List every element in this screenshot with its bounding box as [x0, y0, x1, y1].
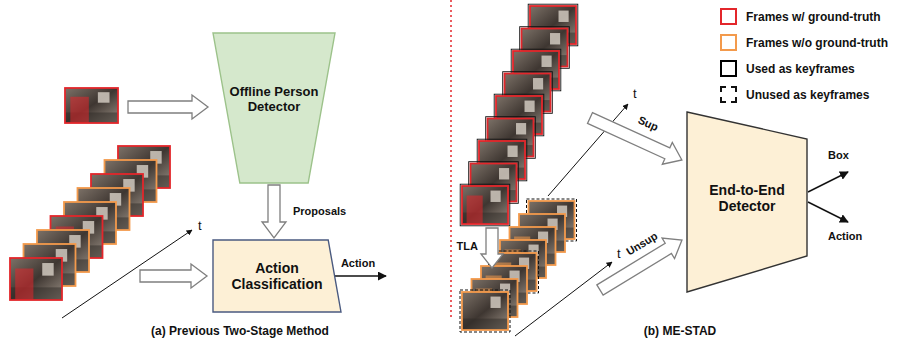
frame-window: [42, 263, 53, 276]
divider-line: [450, 0, 452, 318]
output-label: Action: [828, 230, 862, 243]
video-frame: [65, 88, 118, 123]
node-label: End-to-End Detector: [699, 182, 795, 214]
hollow-arrow-connector: [262, 185, 286, 238]
detector-trapezoid: Offline Person Detector: [213, 33, 335, 183]
node-shape: [213, 240, 341, 312]
frame-stack: [460, 4, 578, 226]
subfigure-caption: (a) Previous Two-Stage Method: [151, 324, 329, 338]
output-label: Action: [341, 257, 375, 270]
frame-border: [10, 258, 62, 300]
frame-window: [491, 297, 501, 308]
frame-window: [508, 146, 518, 157]
time-axis: [548, 104, 628, 196]
frame-stacks: [10, 4, 578, 332]
output-arrow: [334, 275, 386, 277]
person-highlight: [467, 196, 483, 225]
frame-window: [516, 123, 526, 134]
frame-floor: [462, 319, 508, 330]
frame-window: [491, 191, 501, 202]
person-highlight: [15, 269, 33, 301]
hollow-arrow: [585, 107, 687, 171]
frame-border: [65, 88, 118, 123]
frame-window: [525, 101, 535, 112]
frame-photo: [462, 186, 508, 224]
legend-entry: Used as keyframes: [720, 60, 855, 77]
frame-photo: [462, 292, 508, 330]
arrow-label: TLA: [457, 240, 478, 253]
node-shape: [213, 33, 335, 183]
legend-text: Unused as keyframes: [746, 88, 869, 102]
frame-window: [550, 33, 560, 44]
output-arrow: [808, 172, 848, 192]
frame-window: [98, 92, 110, 103]
node-label: Action Classification: [225, 260, 329, 292]
legend-entry: Frames w/o ground-truth: [720, 34, 888, 51]
frame-photo: [65, 88, 118, 123]
video-frame: [10, 258, 62, 300]
node-shape: [687, 112, 807, 292]
output-arrow: [808, 202, 848, 222]
legend-entry: Unused as keyframes: [720, 86, 869, 103]
arrow-label: Sup: [636, 114, 660, 135]
unused-keyframe-border: [460, 290, 510, 332]
legend-text: Frames w/ ground-truth: [746, 10, 881, 24]
frame-stack: [460, 199, 577, 332]
frame-window: [542, 56, 552, 67]
node-label: Offline Person Detector: [225, 85, 323, 115]
time-axis-label: t: [633, 86, 637, 102]
frame-window: [499, 168, 509, 179]
frame-window: [559, 11, 569, 22]
video-frame: [460, 184, 510, 226]
frame-photo: [10, 258, 62, 300]
legend-swatch: [720, 34, 737, 51]
hollow-arrow: [128, 95, 208, 119]
video-frame: [460, 290, 510, 332]
connector-label: Proposals: [291, 205, 348, 218]
legend-text: Used as keyframes: [746, 62, 855, 76]
frame-window: [533, 78, 543, 89]
frame-border: [462, 292, 508, 330]
hollow-arrow: [481, 228, 503, 268]
hollow-arrow: [594, 230, 688, 300]
legend-swatch: [720, 86, 737, 103]
person-highlight: [70, 97, 89, 123]
time-axis-label: t: [617, 246, 621, 262]
subfigure-caption: (b) ME-STAD: [644, 324, 716, 338]
frame-stack: [65, 88, 118, 123]
legend-swatch: [720, 8, 737, 25]
legend-swatch: [720, 60, 737, 77]
detector-trapezoid: End-to-End Detector: [687, 112, 807, 292]
classifier-trapezoid: Action Classification: [213, 240, 341, 312]
output-label: Box: [828, 149, 849, 162]
legend-text: Frames w/o ground-truth: [746, 36, 888, 50]
arrow-label: Unsup: [624, 229, 660, 258]
time-axis: [515, 262, 612, 336]
legend-entry: Frames w/ ground-truth: [720, 8, 881, 25]
keyframe-border: [460, 184, 510, 226]
time-axis-label: t: [198, 218, 202, 234]
hollow-arrow: [140, 264, 207, 288]
frame-border: [462, 186, 508, 224]
